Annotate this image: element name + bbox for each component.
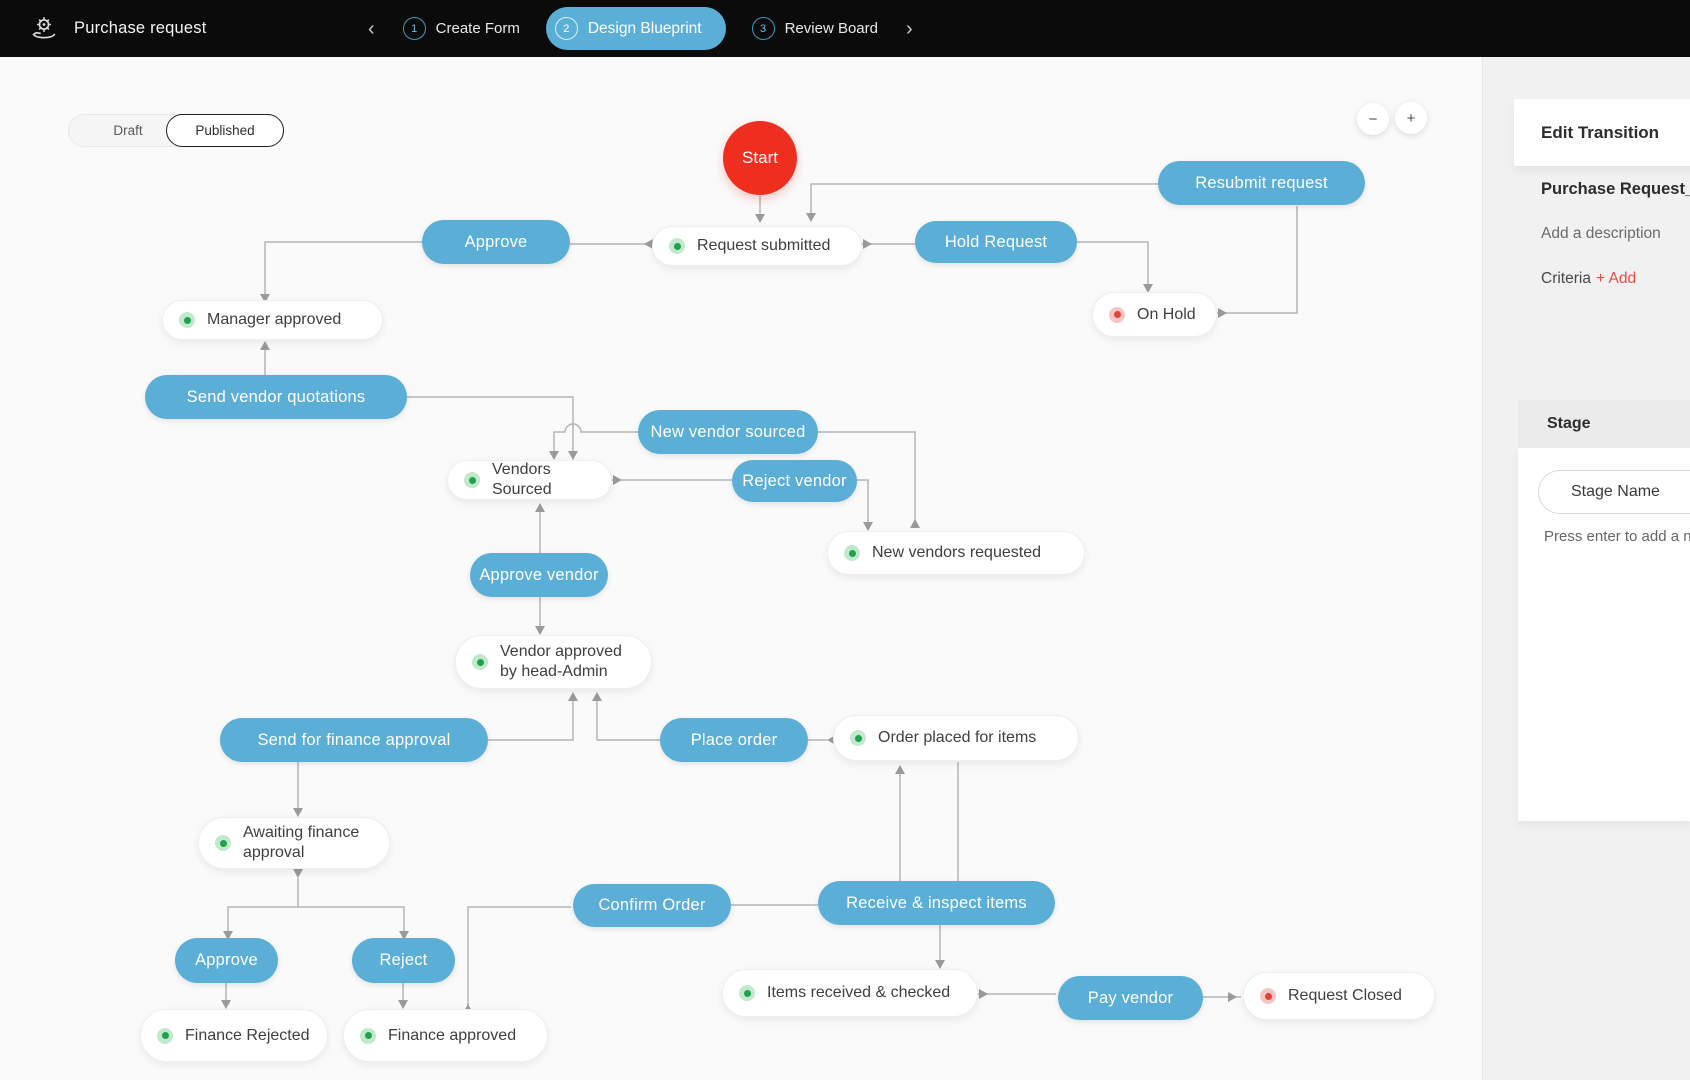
state-request-submitted[interactable]: Request submitted xyxy=(652,226,862,266)
criteria-label: Criteria xyxy=(1541,270,1591,287)
green-status-dot xyxy=(850,730,866,746)
state-vendors-sourced[interactable]: Vendors Sourced xyxy=(447,460,612,500)
chevron-right-icon[interactable]: › xyxy=(905,17,913,40)
step-number-2: 2 xyxy=(554,17,578,40)
transition-reject-finance[interactable]: Reject xyxy=(352,938,455,983)
green-status-dot xyxy=(669,238,685,254)
green-status-dot xyxy=(215,835,231,851)
state-finance-rejected[interactable]: Finance Rejected xyxy=(140,1009,328,1062)
transition-resubmit-request[interactable]: Resubmit request xyxy=(1158,161,1365,205)
chevron-left-icon[interactable]: ‹ xyxy=(368,17,375,40)
state-vendor-approved[interactable]: Vendor approved by head-Admin xyxy=(455,635,652,689)
transition-reject-vendor[interactable]: Reject vendor xyxy=(732,460,857,502)
step-label-review-board: Review Board xyxy=(784,20,878,37)
zoom-out-button[interactable]: − xyxy=(1357,103,1389,135)
stage-section-header: Stage xyxy=(1518,400,1690,448)
state-order-placed[interactable]: Order placed for items xyxy=(833,715,1079,761)
green-status-dot xyxy=(739,985,755,1001)
step-number-3: 3 xyxy=(751,17,775,40)
published-toggle-button[interactable]: Published xyxy=(166,114,284,147)
green-status-dot xyxy=(179,312,195,328)
panel-title: Edit Transition xyxy=(1514,99,1690,166)
wizard-steps: ‹ 1 Create Form 2 Design Blueprint 3 Rev… xyxy=(366,0,915,57)
transition-new-vendor-sourced[interactable]: New vendor sourced xyxy=(638,410,818,454)
state-new-vendors-requested[interactable]: New vendors requested xyxy=(827,531,1085,575)
green-status-dot xyxy=(472,654,488,670)
zoom-in-button[interactable]: + xyxy=(1395,102,1427,134)
step-label-create-form: Create Form xyxy=(435,20,520,37)
transition-name-field[interactable]: Purchase Request_pr xyxy=(1541,180,1690,198)
green-status-dot xyxy=(157,1027,173,1044)
transition-confirm-order[interactable]: Confirm Order xyxy=(573,884,731,927)
blueprint-canvas[interactable] xyxy=(0,57,1482,1080)
tab-create-form[interactable]: 1 Create Form xyxy=(402,17,520,40)
red-status-dot xyxy=(1260,988,1276,1004)
green-status-dot xyxy=(844,545,860,561)
state-request-closed[interactable]: Request Closed xyxy=(1243,972,1435,1020)
transition-hold-request[interactable]: Hold Request xyxy=(915,221,1077,263)
green-status-dot xyxy=(464,472,480,488)
app-title: Purchase request xyxy=(74,19,207,37)
state-items-received-checked[interactable]: Items received & checked xyxy=(722,969,978,1017)
red-status-dot xyxy=(1109,306,1125,323)
state-on-hold[interactable]: On Hold xyxy=(1092,292,1217,337)
transition-receive-inspect-items[interactable]: Receive & inspect items xyxy=(818,881,1055,925)
green-status-dot xyxy=(360,1027,376,1044)
transition-pay-vendor[interactable]: Pay vendor xyxy=(1058,976,1203,1020)
state-awaiting-finance-approval[interactable]: Awaiting finance approval xyxy=(198,817,390,869)
draft-published-toggle: Draft Published xyxy=(68,114,284,147)
step-label-design-blueprint: Design Blueprint xyxy=(587,19,702,37)
transition-approve-finance[interactable]: Approve xyxy=(175,938,278,983)
draft-toggle-button[interactable]: Draft xyxy=(113,123,143,138)
step-number-1: 1 xyxy=(402,17,426,40)
state-finance-approved[interactable]: Finance approved xyxy=(343,1009,548,1062)
top-bar: Purchase request ‹ 1 Create Form 2 Desig… xyxy=(0,0,1690,57)
transition-approve-manager[interactable]: Approve xyxy=(422,220,570,264)
transition-send-vendor-quotations[interactable]: Send vendor quotations xyxy=(145,375,407,419)
stage-hint-text: Press enter to add a n xyxy=(1544,528,1690,545)
criteria-add-button[interactable]: + Add xyxy=(1596,270,1637,287)
transition-send-for-finance-approval[interactable]: Send for finance approval xyxy=(220,718,488,762)
edit-transition-panel: Edit Transition Purchase Request_pr Add … xyxy=(1482,57,1690,1080)
start-node[interactable]: Start xyxy=(723,121,797,195)
tab-design-blueprint[interactable]: 2 Design Blueprint xyxy=(545,7,726,50)
description-field[interactable]: Add a description xyxy=(1541,225,1661,242)
transition-approve-vendor[interactable]: Approve vendor xyxy=(470,553,608,597)
stage-name-input[interactable]: Stage Name xyxy=(1538,470,1690,514)
hand-gear-logo-icon xyxy=(32,17,56,39)
state-manager-approved[interactable]: Manager approved xyxy=(162,300,383,340)
transition-place-order[interactable]: Place order xyxy=(660,718,808,762)
tab-review-board[interactable]: 3 Review Board xyxy=(751,17,878,40)
